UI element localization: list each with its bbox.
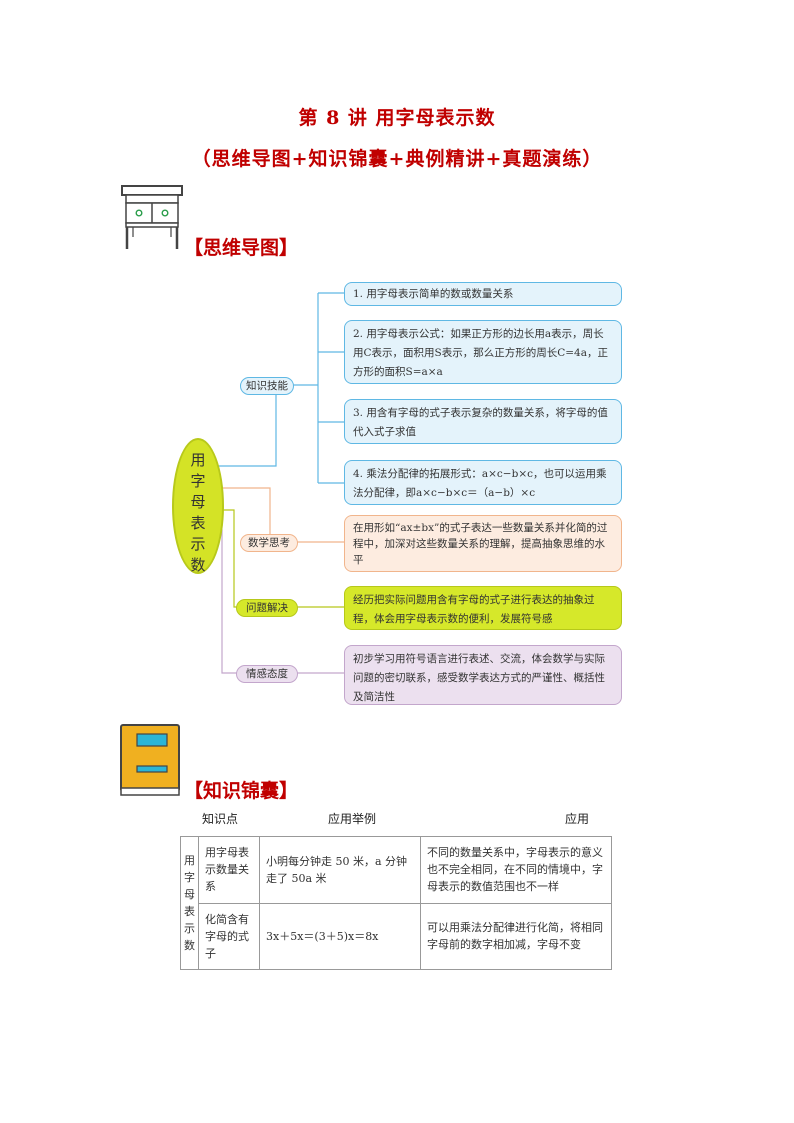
branch-label-knowledge: 知识技能 bbox=[240, 377, 294, 395]
table-cell-application: 可以用乘法分配律进行化简，将相同字母前的数字相加减，字母不变 bbox=[420, 902, 612, 970]
table-row: 用字母表示数 用字母表示数量关系 小明每分钟走 50 米，a 分钟走了 50a … bbox=[180, 836, 612, 970]
mindmap-item-problem: 经历把实际问题用含有字母的式子进行表达的抽象过程，体会用字母表示数的便利，发展符… bbox=[344, 586, 622, 630]
table-cell-point: 用字母表示数量关系 bbox=[198, 836, 260, 904]
branch-label-attitude: 情感态度 bbox=[236, 665, 298, 683]
mindmap-item-attitude: 初步学习用符号语言进行表述、交流，体会数学与实际问题的密切联系，感受数学表达方式… bbox=[344, 645, 622, 705]
table-category: 用字母表示数 bbox=[180, 836, 199, 970]
mindmap-item-2: 2. 用字母表示公式：如果正方形的边长用a表示，周长用C表示，面积用S表示，那么… bbox=[344, 320, 622, 384]
table-cell-example: 小明每分钟走 50 米，a 分钟走了 50a 米 bbox=[259, 836, 421, 904]
cabinet-icon bbox=[121, 185, 183, 249]
knowledge-table: 用字母表示数 用字母表示数量关系 小明每分钟走 50 米，a 分钟走了 50a … bbox=[180, 836, 612, 970]
table-row: 化简含有字母的式子 3x＋5x＝(3＋5)x＝8x 可以用乘法分配律进行化简，将… bbox=[181, 902, 612, 970]
knowledge-header: 【知识锦囊】 bbox=[184, 780, 299, 802]
branch-label-thinking: 数学思考 bbox=[240, 534, 298, 552]
table-header-point: 知识点 bbox=[202, 812, 239, 826]
mindmap-root: 用 字 母 表 示 数 bbox=[172, 438, 224, 574]
mindmap-header: 【思维导图】 bbox=[184, 237, 299, 259]
table-header-example: 应用举例 bbox=[328, 812, 377, 826]
table-cell-example: 3x＋5x＝(3＋5)x＝8x bbox=[259, 902, 421, 970]
page-title: 第 8 讲 用字母表示数 bbox=[298, 107, 496, 129]
branch-label-problem-solving: 问题解决 bbox=[236, 599, 298, 617]
table-cell-application: 不同的数量关系中，字母表示的意义也不完全相同，在不同的情境中，字母表示的数值范围… bbox=[420, 836, 612, 904]
page-subtitle: （思维导图+知识锦囊+典例精讲+真题演练） bbox=[191, 148, 603, 170]
table-cell-point: 化简含有字母的式子 bbox=[198, 902, 260, 970]
table-header-application: 应用 bbox=[565, 812, 590, 826]
mindmap-item-thinking: 在用形如“ax±bx”的式子表达一些数量关系并化简的过程中，加深对这些数量关系的… bbox=[344, 515, 622, 572]
book-icon bbox=[120, 724, 180, 796]
mindmap-item-4: 4. 乘法分配律的拓展形式：a×c−b×c，也可以运用乘法分配律，即a×c−b×… bbox=[344, 460, 622, 505]
mindmap-item-3: 3. 用含有字母的式子表示复杂的数量关系，将字母的值代入式子求值 bbox=[344, 399, 622, 444]
mindmap-item-1: 1. 用字母表示简单的数或数量关系 bbox=[344, 282, 622, 306]
